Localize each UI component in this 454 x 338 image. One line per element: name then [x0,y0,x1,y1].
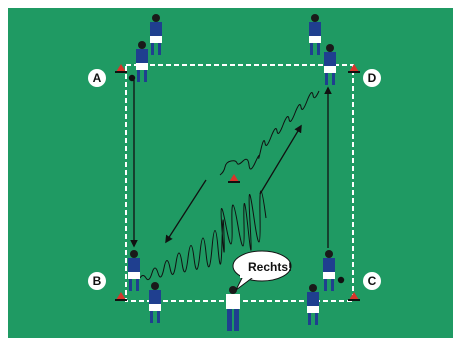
coach-icon [226,286,240,331]
wavy-dribble-path-icon [219,90,320,176]
training-diagram: A D B C Rechts! [8,8,453,338]
player-icon [149,282,161,323]
player-icon [323,250,335,291]
player-icon [307,284,319,325]
cone-icon [348,292,360,301]
ball-icon [337,276,345,284]
corner-label-d: D [363,69,381,87]
speech-bubble-text: Rechts! [247,260,292,274]
player-icon [150,14,162,55]
arrow-icon [165,179,207,244]
wavy-dribble-path-icon [139,190,267,281]
pitch-field [8,8,453,338]
corner-label-b: B [88,272,106,290]
corner-label-c: C [363,272,381,290]
corner-label-a: A [88,69,106,87]
player-icon [136,41,148,82]
cone-icon [348,64,360,73]
speech-bubble-icon [232,250,292,291]
player-icon [128,250,140,291]
player-icon [309,14,321,55]
cone-icon [115,292,127,301]
player-icon [324,44,336,85]
ball-icon [128,74,136,82]
cone-icon [228,174,240,183]
cone-icon [115,64,127,73]
arrow-icon [259,124,302,195]
